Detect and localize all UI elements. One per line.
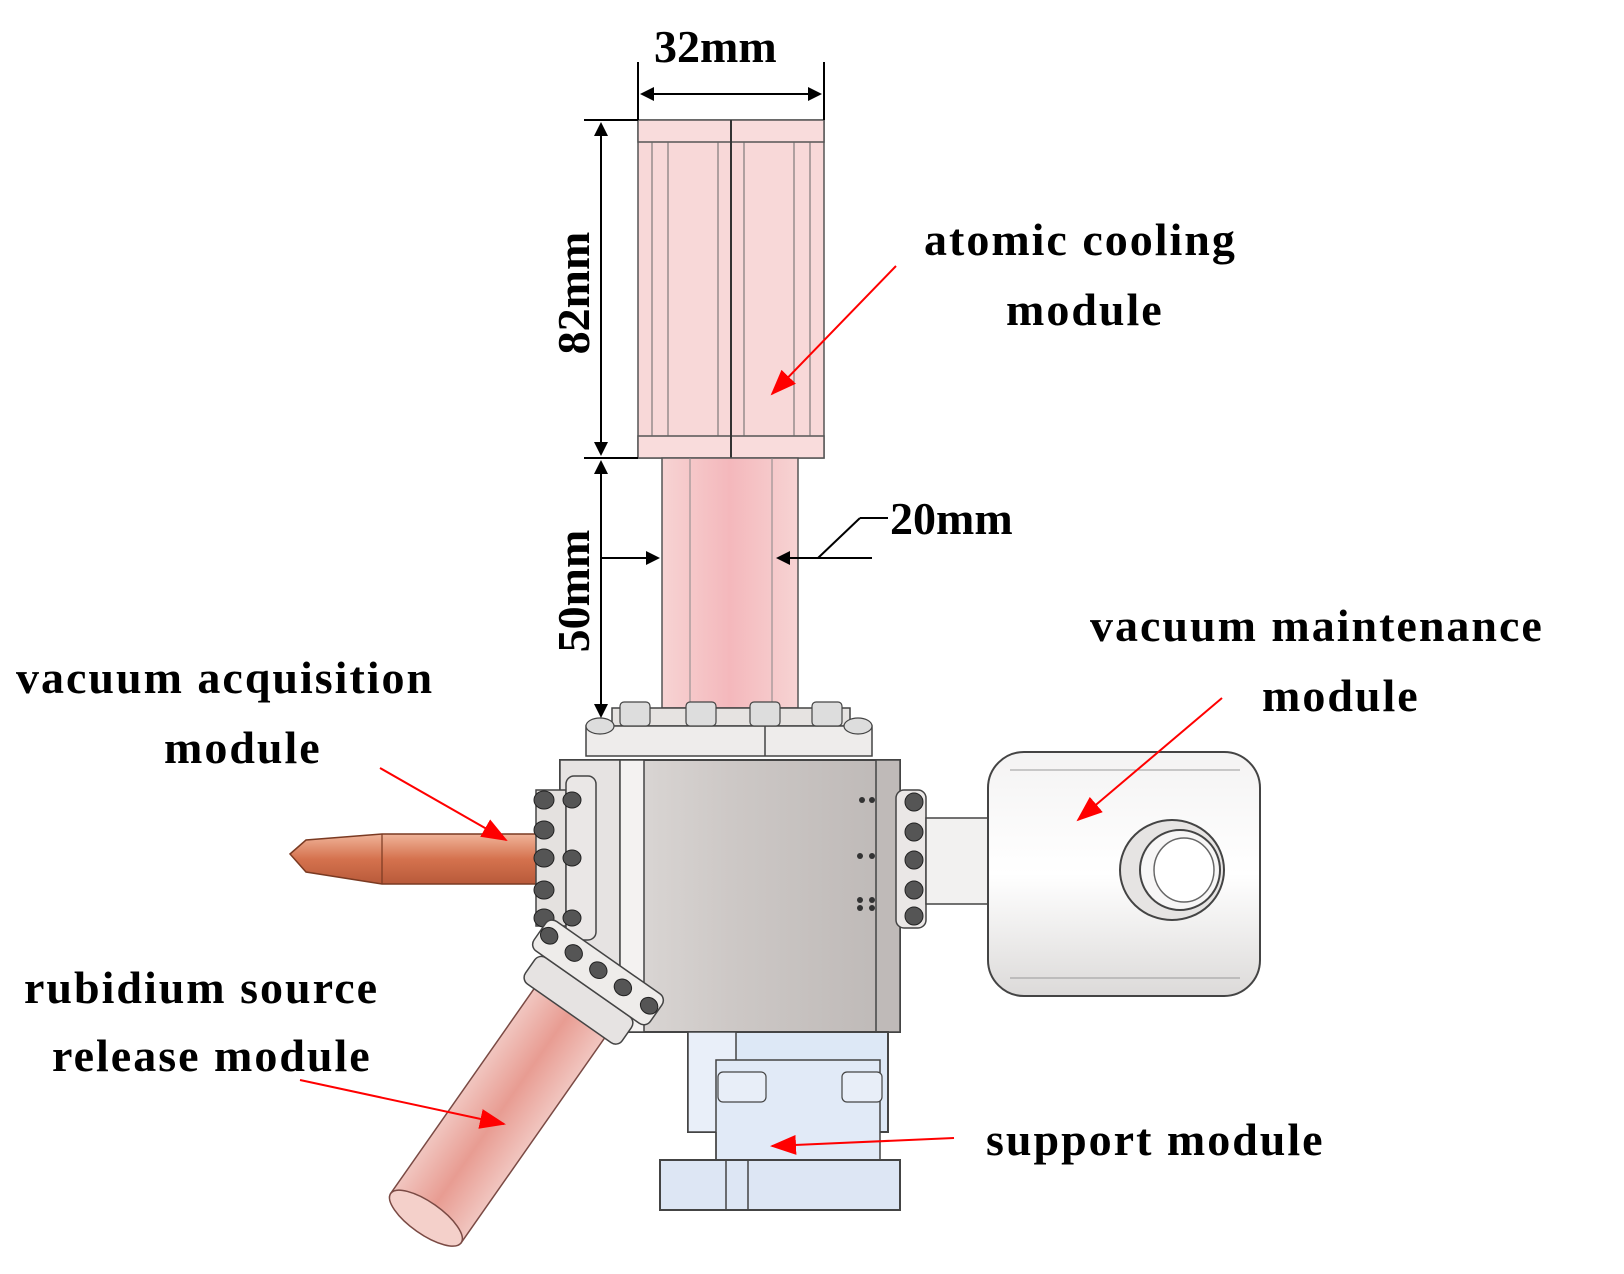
label-atomic-cooling-line1: atomic cooling [924, 214, 1237, 265]
arrow-vacuum-maintenance [1076, 697, 1223, 822]
dimension-82mm [584, 119, 638, 459]
label-vacuum-maintenance-line1: vacuum maintenance [1090, 600, 1544, 651]
vacuum-maintenance-assembly [895, 751, 1261, 997]
dim-20mm-label: 20mm [890, 493, 1013, 544]
dim-50mm-label: 50mm [548, 529, 599, 653]
arrow-atomic-cooling [770, 265, 897, 396]
rubidium-source-assembly [388, 919, 665, 1247]
dimension-32mm [637, 62, 825, 120]
label-vacuum-maintenance-line2: module [1262, 670, 1420, 721]
connecting-tube [661, 457, 799, 709]
top-flange [585, 701, 873, 757]
label-vacuum-acquisition-line2: module [164, 722, 322, 773]
dimension-20mm [601, 517, 888, 565]
arrow-support [770, 1134, 955, 1155]
leader-arrows [299, 265, 1223, 1155]
label-support-module: support module [986, 1114, 1325, 1165]
label-vacuum-acquisition-line1: vacuum acquisition [16, 652, 435, 703]
support-base [659, 1031, 901, 1211]
vacuum-acquisition-assembly [288, 775, 597, 941]
label-atomic-cooling-line2: module [1006, 284, 1164, 335]
dim-82mm-label: 82mm [548, 231, 599, 355]
label-rubidium-source-line2: release module [52, 1030, 372, 1081]
arrow-rubidium-source [299, 1079, 506, 1129]
atomic-cooling-box [637, 119, 825, 459]
label-rubidium-source-line1: rubidium source [24, 962, 380, 1013]
arrow-vacuum-acquisition [379, 767, 508, 841]
dim-32mm-label: 32mm [654, 21, 777, 72]
